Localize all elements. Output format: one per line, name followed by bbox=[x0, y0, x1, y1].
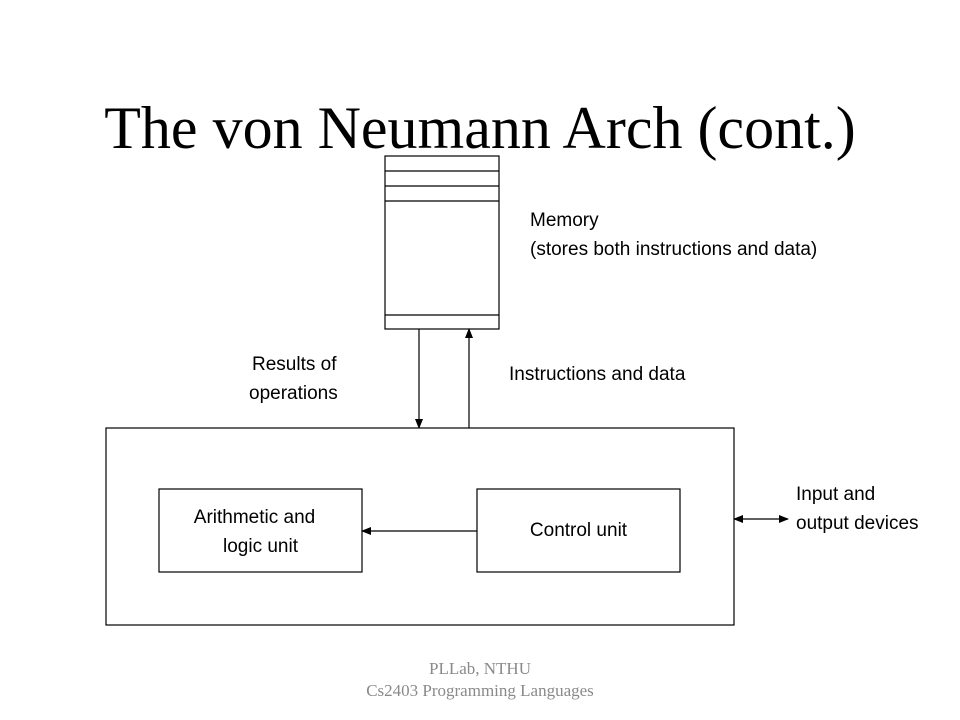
memory-label: Memory (stores both instructions and dat… bbox=[530, 206, 817, 264]
alu-label: Arithmetic and logic unit bbox=[159, 503, 362, 561]
alu-block bbox=[158, 488, 363, 573]
instructions-label: Instructions and data bbox=[509, 364, 686, 385]
io-label-line2: output devices bbox=[796, 513, 919, 534]
alu-label-line2: logic unit bbox=[223, 536, 298, 557]
io-label: Input and output devices bbox=[796, 480, 919, 538]
memory-label-line1: Memory bbox=[530, 210, 599, 231]
io-label-line1: Input and bbox=[796, 484, 876, 505]
alu-label-line1: Arithmetic and bbox=[193, 507, 316, 528]
slide-title: The von Neumann Arch (cont.) bbox=[104, 95, 856, 161]
memory-label-line2: (stores both instructions and data) bbox=[530, 239, 818, 260]
results-label: Results of operations bbox=[249, 350, 338, 408]
footer-line2: Cs2403 Programming Languages bbox=[366, 681, 594, 700]
footer-line1: PLLab, NTHU bbox=[429, 659, 531, 678]
control-unit-label: Control unit bbox=[529, 520, 628, 541]
memory-block bbox=[384, 155, 500, 330]
results-label-line2: operations bbox=[249, 383, 338, 404]
control-unit-block bbox=[476, 488, 681, 573]
results-label-line1: Results of bbox=[252, 354, 337, 375]
